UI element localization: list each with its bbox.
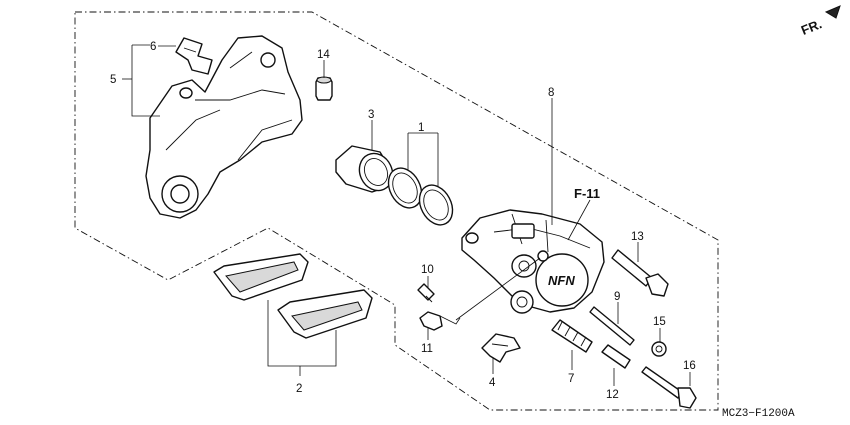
brake-pads (213, 253, 373, 339)
small-clip (419, 311, 461, 331)
callout-15: 15 (653, 316, 666, 328)
group-boundary-lines (74, 11, 719, 411)
callout-14: 14 (317, 49, 330, 61)
callout-8: 8 (548, 87, 554, 99)
piston (335, 145, 394, 193)
callout-11: 11 (421, 343, 433, 355)
pad-pin (589, 306, 635, 346)
caliper-bracket (145, 35, 303, 219)
figure-code: MCZ3−F1200A (722, 408, 795, 420)
piston-seals (387, 167, 454, 226)
arrow-icon (824, 5, 841, 19)
callout-2: 2 (296, 383, 302, 395)
callout-12: 12 (606, 389, 619, 401)
callout-16: 16 (683, 360, 696, 372)
callout-5: 5 (110, 74, 116, 86)
direction-label: FR. (799, 16, 824, 38)
bleeder-screw (417, 283, 435, 303)
bleeder-cap (315, 76, 333, 101)
caliper-logo: NFN (548, 273, 575, 288)
caliper-bolt (611, 249, 669, 297)
mounting-bolt (641, 366, 697, 409)
callout-1: 1 (418, 122, 424, 134)
collar (601, 344, 631, 369)
leader-lines (122, 44, 691, 386)
callout-13: 13 (631, 231, 644, 243)
callout-4: 4 (489, 377, 496, 389)
callouts: 1 2 3 4 5 6 7 8 9 10 11 12 13 14 15 16 (110, 41, 696, 401)
callout-10: 10 (421, 264, 434, 276)
caliper-body: NFN (461, 209, 605, 314)
callout-6: 6 (150, 41, 156, 53)
callout-9: 9 (614, 291, 620, 303)
pin-boot (651, 341, 667, 357)
reference-label: F-11 (574, 186, 600, 201)
pad-retainer-clip (175, 37, 213, 75)
callout-3: 3 (368, 109, 374, 121)
callout-7: 7 (568, 373, 574, 385)
slide-sleeve (551, 319, 593, 353)
pad-spring (481, 333, 521, 363)
front-direction-marker: FR. (799, 5, 841, 38)
